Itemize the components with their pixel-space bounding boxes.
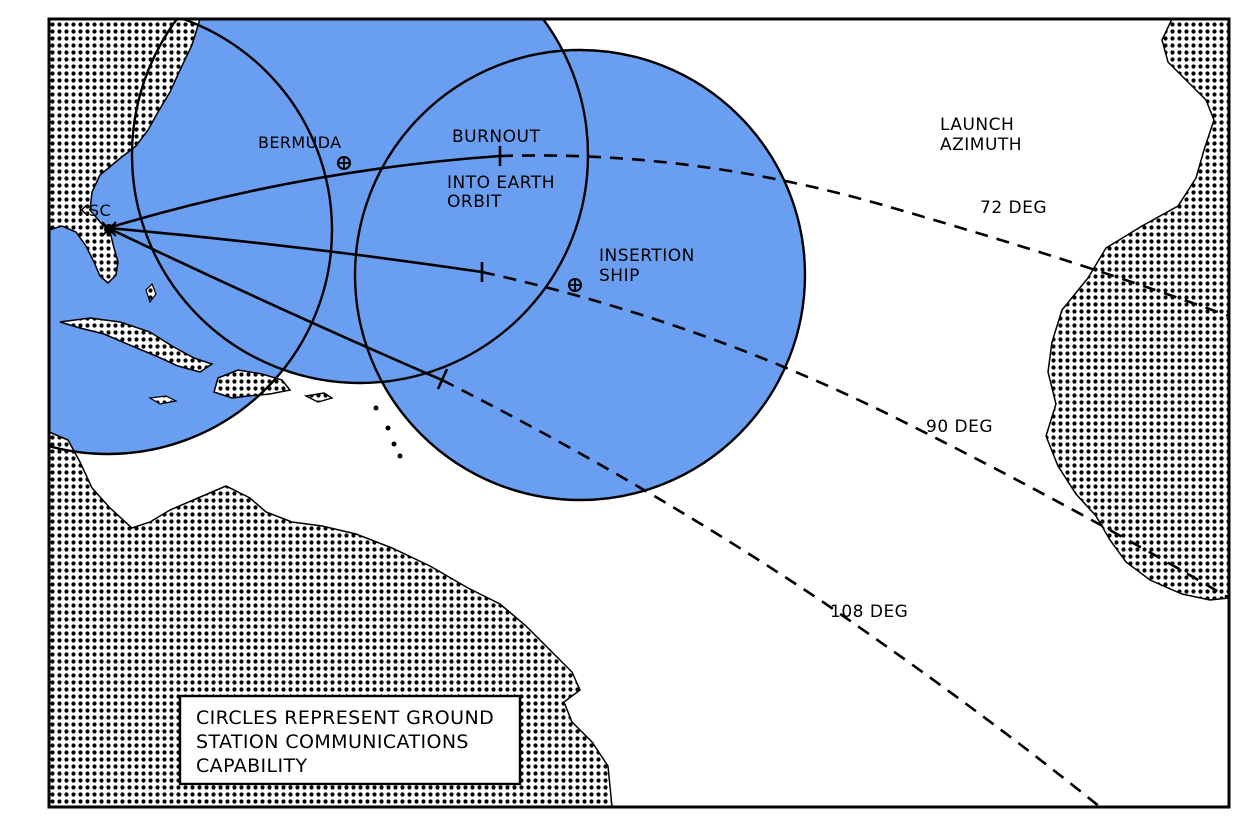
burnout-label-line1: BURNOUT	[452, 127, 540, 147]
burnout-tick-108	[436, 368, 449, 390]
insertion-ship-coverage-circle	[355, 50, 805, 500]
map-labels: KSC BERMUDA BURNOUT INTO EARTH ORBIT INS…	[78, 115, 1047, 622]
antilles-island	[391, 441, 397, 447]
bahamas-island	[145, 282, 157, 304]
powered-flight-trajectories	[107, 146, 502, 390]
legend-line-2: STATION COMMUNICATIONS	[196, 731, 469, 753]
bermuda-label: BERMUDA	[258, 133, 342, 152]
legend-frame	[178, 694, 522, 786]
launch-azimuth-label-line2: AZIMUTH	[940, 135, 1022, 155]
ksc-launch-site-icon	[101, 221, 117, 237]
trajectory-90-powered	[107, 226, 483, 274]
launch-azimuth-label-line1: LAUNCH	[940, 115, 1014, 135]
orbit-path-108	[441, 378, 1101, 807]
antilles-island	[385, 425, 391, 431]
legend-line-1: CIRCLES REPRESENT GROUND	[196, 707, 494, 729]
orbital-paths	[441, 154, 1229, 807]
insertion-ship-label-line1: INSERTION	[599, 246, 695, 266]
antilles-island	[397, 453, 403, 459]
azimuth-90-label: 90 DEG	[926, 417, 993, 437]
north-america-landmass	[49, 19, 201, 285]
hispaniola-landmass	[213, 369, 292, 399]
azimuth-108-label: 108 DEG	[830, 602, 908, 622]
orbit-path-90	[481, 270, 1229, 600]
burnout-label-line3: ORBIT	[447, 192, 502, 212]
burnout-label-line2: INTO EARTH	[447, 173, 555, 193]
antilles-island	[373, 405, 379, 411]
trajectory-108-powered	[107, 226, 443, 382]
ksc-coverage-outline	[49, 19, 334, 456]
puerto-rico-landmass	[303, 392, 334, 403]
azimuth-72-label: 72 DEG	[980, 198, 1047, 218]
bermuda-coverage-outline	[130, 19, 590, 385]
jamaica-island	[148, 395, 178, 405]
africa-landmass	[1045, 19, 1229, 601]
insertion-ship-coverage-outline	[353, 48, 807, 502]
cuba-landmass	[59, 317, 214, 373]
orbit-path-72	[499, 154, 1229, 318]
map-frame	[47, 17, 1231, 809]
bermuda-station-icon	[337, 156, 351, 170]
insertion-ship-icon	[568, 278, 582, 292]
coverage-circle-outlines	[49, 19, 807, 502]
legend-box: CIRCLES REPRESENT GROUND STATION COMMUNI…	[178, 694, 522, 786]
legend-line-3: CAPABILITY	[196, 755, 308, 777]
trajectory-72-powered	[107, 154, 501, 230]
insertion-ship-label-line2: SHIP	[599, 266, 640, 286]
ksc-label: KSC	[78, 201, 111, 220]
